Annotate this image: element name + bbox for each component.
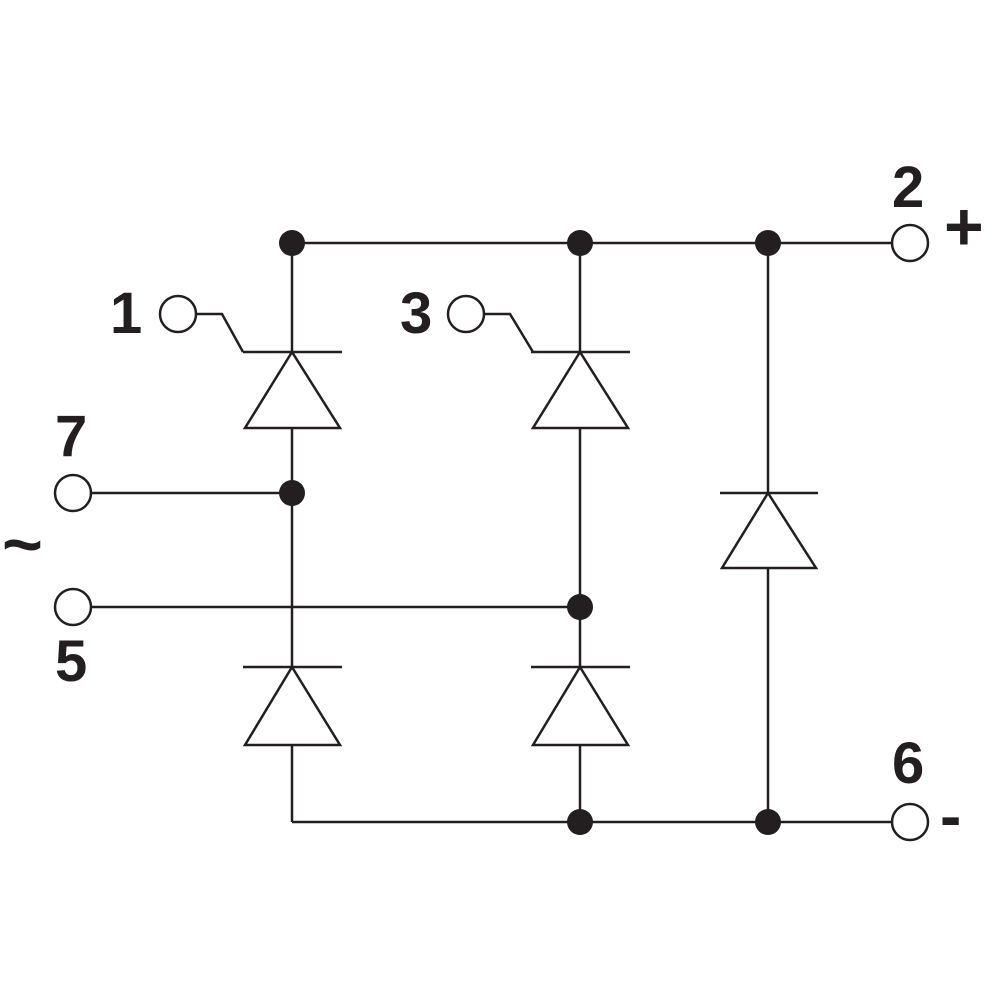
terminal-1: [158, 294, 198, 334]
terminal-3: [446, 294, 486, 334]
junction-node-bottom-right: [755, 809, 781, 835]
minus-sign: -: [940, 780, 961, 852]
plus-sign: +: [944, 189, 984, 265]
junction-node-bottom-middle: [567, 809, 593, 835]
diode-bottom-left: [242, 664, 343, 747]
gate-3-lead: [484, 312, 535, 353]
pin-label-2: 2: [892, 155, 924, 220]
junction-node-top-middle: [567, 230, 593, 256]
pin-label-6: 6: [892, 731, 924, 796]
pin-label-5: 5: [55, 629, 87, 694]
pin-label-1: 1: [110, 281, 142, 346]
junction-node-top-left: [279, 230, 305, 256]
terminal-2: [890, 223, 930, 263]
freewheel-diode: [719, 490, 819, 570]
diode-bottom-middle: [530, 664, 631, 747]
ac-tilde-sign: ~: [2, 505, 43, 583]
terminal-5: [53, 587, 93, 627]
thyristor-top-left: [242, 349, 343, 430]
gate-1-lead: [196, 312, 245, 353]
junction-node-top-right: [755, 230, 781, 256]
junction-node-ac5: [567, 594, 593, 620]
junction-node-ac7: [279, 480, 305, 506]
pin-label-3: 3: [400, 281, 432, 346]
terminal-6: [890, 802, 930, 842]
terminal-7: [53, 473, 93, 513]
pin-label-7: 7: [55, 404, 87, 469]
thyristor-top-middle: [530, 349, 631, 430]
